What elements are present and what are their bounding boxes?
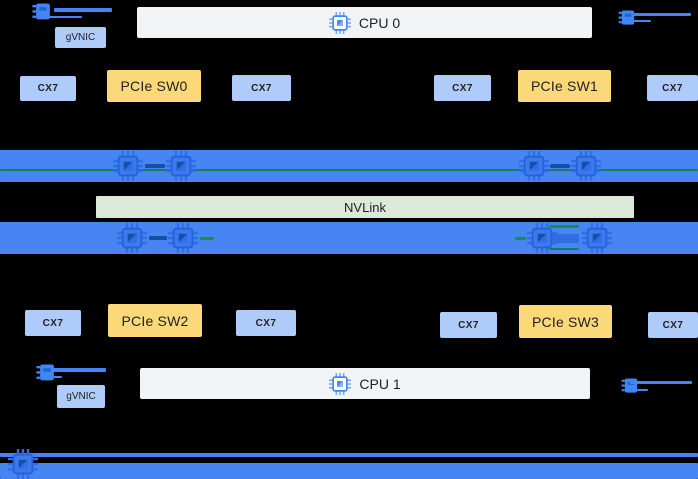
nvlink-trace-line xyxy=(0,169,698,171)
cx7-nic-box: CX7 xyxy=(20,76,76,101)
cpu1-box: CPU 1 xyxy=(140,368,590,399)
gpu-link-segment xyxy=(200,237,214,240)
gpu-chip-icon xyxy=(113,151,143,181)
pcie-switch-box: PCIe SW1 xyxy=(518,70,611,102)
gpu-chip-icon xyxy=(582,223,612,253)
cx7-label: CX7 xyxy=(251,82,272,94)
bus-bar-thin xyxy=(0,453,698,457)
cx7-nic-box: CX7 xyxy=(25,310,81,336)
nic-link-line xyxy=(46,376,62,378)
nvlink-label: NVLink xyxy=(344,199,386,215)
cx7-nic-box: CX7 xyxy=(232,75,291,101)
gpu-bar-bottom xyxy=(0,222,698,254)
cx7-label: CX7 xyxy=(255,317,277,329)
gpu-chip-icon xyxy=(527,223,557,253)
gpu-link-segment xyxy=(549,234,579,243)
gpu-bar-top xyxy=(0,150,698,182)
network-port-icon xyxy=(36,364,58,382)
pcie-switch-label: PCIe SW3 xyxy=(532,313,599,330)
pcie-switch-box: PCIe SW2 xyxy=(108,304,202,337)
gpu-link-segment xyxy=(549,248,579,250)
cpu1-label: CPU 1 xyxy=(359,375,401,392)
gpu-chip-icon xyxy=(519,151,549,181)
pcie-switch-box: PCIe SW3 xyxy=(519,305,612,338)
gvnic-label: gVNIC xyxy=(66,391,96,402)
gpu-chip-icon xyxy=(117,223,147,253)
pcie-switch-box: PCIe SW0 xyxy=(107,70,201,102)
gvnic-box: gVNIC xyxy=(55,27,106,48)
pcie-switch-label: PCIe SW2 xyxy=(121,312,189,329)
gpu-link-segment xyxy=(149,236,167,240)
chip-icon xyxy=(329,373,351,395)
cpu0-box: CPU 0 xyxy=(137,7,592,38)
nic-link-line xyxy=(631,13,691,16)
cx7-nic-box: CX7 xyxy=(236,310,296,336)
gvnic-box: gVNIC xyxy=(57,385,105,408)
nic-link-line xyxy=(630,389,648,391)
nic-link-line xyxy=(54,8,112,12)
cx7-label: CX7 xyxy=(42,317,64,329)
pcie-switch-label: PCIe SW0 xyxy=(120,78,188,94)
bus-chip-icon xyxy=(8,449,38,479)
cx7-label: CX7 xyxy=(662,319,684,331)
bus-bar-thick xyxy=(0,463,698,479)
gpu-link-segment xyxy=(515,237,526,240)
cx7-nic-box: CX7 xyxy=(440,312,497,338)
pcie-switch-label: PCIe SW1 xyxy=(531,78,598,94)
gpu-chip-icon xyxy=(571,151,601,181)
nic-link-line xyxy=(52,368,106,372)
cx7-nic-box: CX7 xyxy=(434,75,491,101)
nic-link-line xyxy=(630,381,692,384)
gpu-link-segment xyxy=(145,164,165,168)
cx7-label: CX7 xyxy=(458,319,479,331)
cx7-label: CX7 xyxy=(662,82,683,94)
gpu-link-segment xyxy=(549,225,579,228)
gpu-link-segment xyxy=(550,164,570,168)
nic-link-line xyxy=(44,16,82,18)
cx7-nic-box: CX7 xyxy=(647,75,698,101)
gpu-chip-icon xyxy=(166,151,196,181)
gvnic-label: gVNIC xyxy=(65,32,96,43)
gpu-chip-icon xyxy=(168,223,198,253)
cx7-label: CX7 xyxy=(452,82,473,94)
nvlink-bar: NVLink xyxy=(96,196,634,218)
cpu0-label: CPU 0 xyxy=(358,14,401,31)
network-port-icon xyxy=(32,3,54,21)
cx7-label: CX7 xyxy=(37,83,59,94)
nic-link-line xyxy=(632,20,651,22)
chip-icon xyxy=(329,12,351,34)
cx7-nic-box: CX7 xyxy=(648,312,698,338)
